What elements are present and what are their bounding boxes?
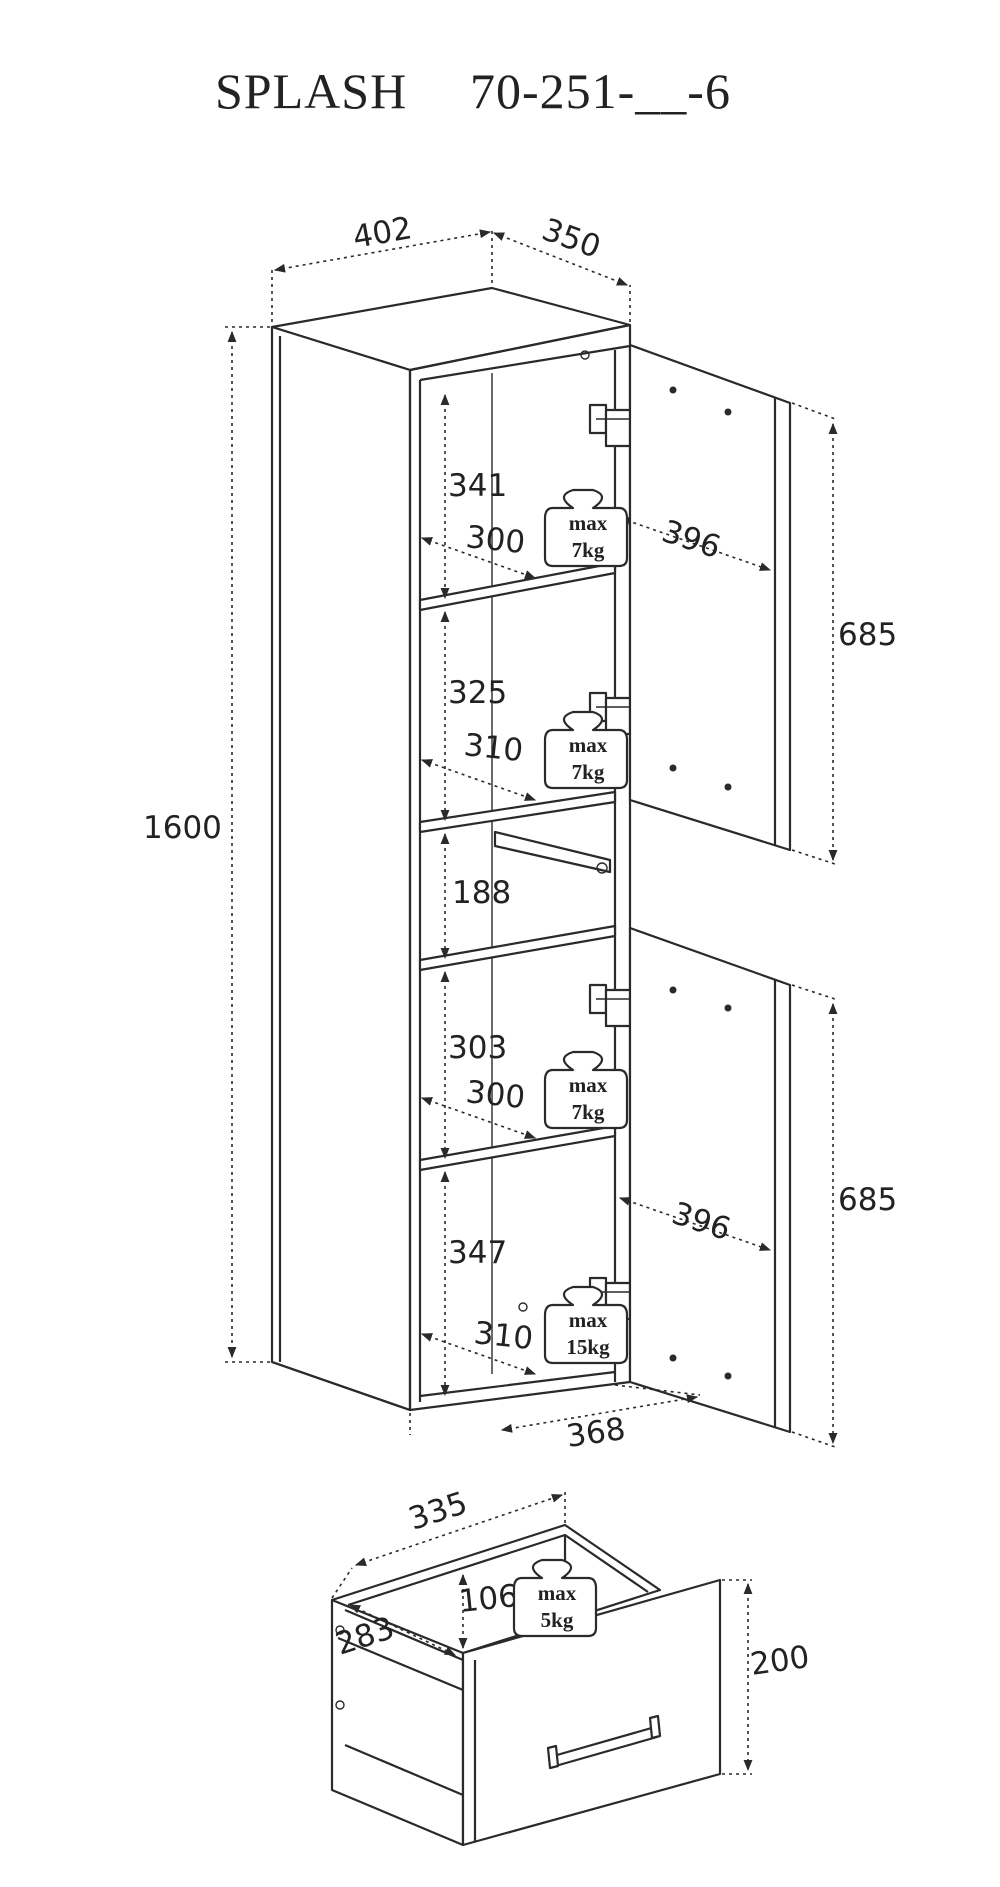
cabinet-top-front-edge — [409, 323, 632, 382]
drawer-side-rail-bottom — [344, 1743, 464, 1797]
shelf-3 — [418, 924, 617, 972]
compartment-4-height: 303 — [448, 1030, 507, 1066]
cabinet-left-panel — [270, 325, 412, 1412]
weight-badge-max: max — [538, 1581, 577, 1605]
drawer-height-dimension: 200 — [748, 1639, 812, 1683]
weight-badge-value: 7kg — [572, 538, 605, 562]
hinge-icon — [588, 691, 632, 736]
product-name: SPLASH — [215, 63, 407, 119]
drawer-width-dimension: 335 — [404, 1485, 471, 1538]
weight-badge-max: max — [569, 1308, 608, 1332]
weight-badge-max: max — [569, 733, 608, 757]
weight-icon: max 15kg — [543, 1285, 629, 1365]
compartment-2-height: 325 — [448, 675, 507, 711]
bottom-pin-hole — [518, 1302, 528, 1312]
compartment-5-height: 347 — [448, 1235, 507, 1271]
weight-badge-max: max — [569, 1073, 608, 1097]
drawer-front-panel — [461, 1578, 722, 1847]
drawer-inner-height-dimension: 106 — [457, 1578, 520, 1620]
width-dimension: 402 — [350, 210, 415, 256]
height-dimension: 1600 — [143, 810, 222, 846]
cabinet-bottom-side-edge — [271, 1360, 411, 1412]
drawer-handle-end-icon — [648, 1714, 662, 1740]
weight-badge-value: 5kg — [541, 1608, 574, 1632]
drawer-dimension-lines — [331, 1492, 753, 1775]
weight-badge-value: 7kg — [572, 1100, 605, 1124]
weight-icon: max 7kg — [543, 488, 629, 568]
weight-icon: max 5kg — [512, 1558, 598, 1638]
shelf-2 — [418, 790, 617, 834]
shelf-1-depth: 300 — [464, 519, 527, 561]
shelf-4 — [418, 1124, 617, 1172]
drawer-screw — [335, 1700, 345, 1710]
dimension-lines — [225, 229, 839, 1449]
hinge-icon — [588, 983, 632, 1028]
drawer-rail — [493, 830, 612, 874]
weight-badge-max: max — [569, 511, 608, 535]
shelf-5-depth: 310 — [472, 1315, 535, 1357]
drawer-screw — [335, 1625, 345, 1635]
cabinet-bottom-edge — [409, 1380, 631, 1412]
depth-dimension: 350 — [537, 212, 605, 266]
weight-icon: max 7kg — [543, 710, 629, 790]
hinge-icon — [588, 403, 632, 448]
shelf-2-depth: 310 — [462, 727, 525, 769]
shelf-1 — [418, 561, 617, 612]
door-upper — [628, 343, 792, 852]
weight-icon: max 7kg — [543, 1050, 629, 1130]
top-pin-hole — [580, 350, 590, 360]
rail-stop — [596, 862, 608, 874]
inner-width-dimension: 368 — [564, 1411, 628, 1455]
cabinet-bottom-inner-edge — [419, 1370, 616, 1398]
weight-badge-value: 15kg — [566, 1335, 610, 1359]
cabinet-body — [270, 286, 632, 1412]
compartment-3-height: 188 — [452, 875, 511, 911]
door-lower — [628, 926, 792, 1434]
door-lower-height: 685 — [838, 1182, 897, 1218]
drawer-handle-end-icon — [546, 1744, 560, 1770]
shelf-4-depth: 300 — [464, 1074, 527, 1116]
compartment-1-height: 341 — [448, 468, 507, 504]
shelves — [418, 561, 617, 1172]
drawer — [330, 1523, 722, 1847]
door-upper-height: 685 — [838, 617, 897, 653]
product-code: 70-251-__-6 — [470, 63, 731, 119]
weight-badge-value: 7kg — [572, 760, 605, 784]
